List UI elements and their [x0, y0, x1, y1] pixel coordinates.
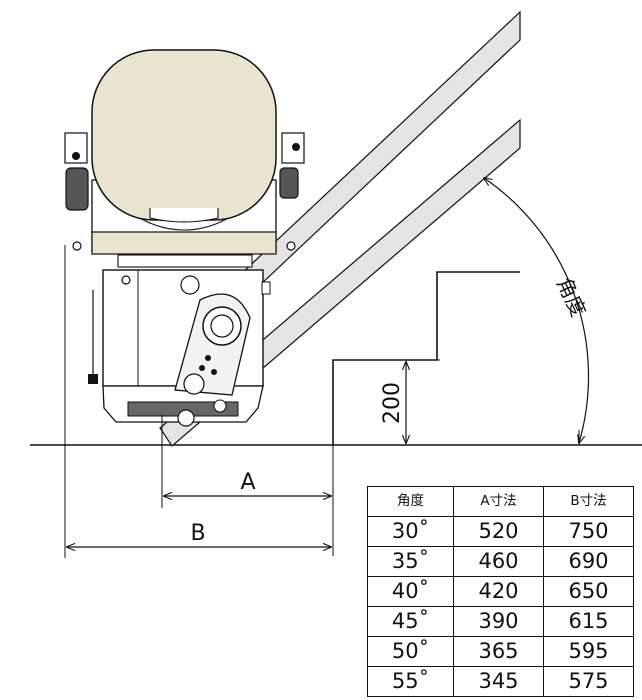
dimension-a-label: A — [240, 470, 255, 495]
b-cell: 615 — [543, 606, 634, 637]
table-row: 30˚ 520 750 — [367, 516, 634, 547]
a-cell: 460 — [453, 546, 544, 577]
b-cell: 650 — [543, 576, 634, 607]
table-row: 35˚ 460 690 — [367, 546, 634, 577]
stairlift-chair — [64, 49, 305, 268]
dimension-table: 角度 A寸法 B寸法 30˚ 520 750 35˚ 460 690 40˚ 4… — [367, 486, 634, 697]
table-row: 55˚ 345 575 — [367, 666, 634, 697]
height-label: 200 — [380, 382, 405, 424]
a-cell: 365 — [453, 636, 544, 667]
b-cell: 575 — [543, 666, 634, 697]
table-row: 40˚ 420 650 — [367, 576, 634, 607]
header-angle: 角度 — [367, 486, 454, 517]
angle-cell: 35˚ — [367, 546, 454, 577]
stair-profile — [332, 271, 520, 445]
header-b-dimension: B寸法 — [543, 486, 634, 517]
a-cell: 420 — [453, 576, 544, 607]
angle-arc — [484, 178, 590, 443]
angle-cell: 40˚ — [367, 576, 454, 607]
angle-cell: 30˚ — [367, 516, 454, 547]
table-header-row: 角度 A寸法 B寸法 — [367, 486, 634, 517]
height-dimension — [400, 359, 440, 443]
dimension-b-label: B — [190, 521, 205, 546]
angle-cell: 55˚ — [367, 666, 454, 697]
table-row: 50˚ 365 595 — [367, 636, 634, 667]
carriage-unit — [88, 269, 271, 427]
b-cell: 750 — [543, 516, 634, 547]
table-row: 45˚ 390 615 — [367, 606, 634, 637]
b-cell: 690 — [543, 546, 634, 577]
a-cell: 390 — [453, 606, 544, 637]
header-a-dimension: A寸法 — [453, 486, 544, 517]
a-cell: 345 — [453, 666, 544, 697]
angle-cell: 50˚ — [367, 636, 454, 667]
b-cell: 595 — [543, 636, 634, 667]
angle-cell: 45˚ — [367, 606, 454, 637]
angle-label: 角度 — [552, 274, 591, 320]
a-cell: 520 — [453, 516, 544, 547]
